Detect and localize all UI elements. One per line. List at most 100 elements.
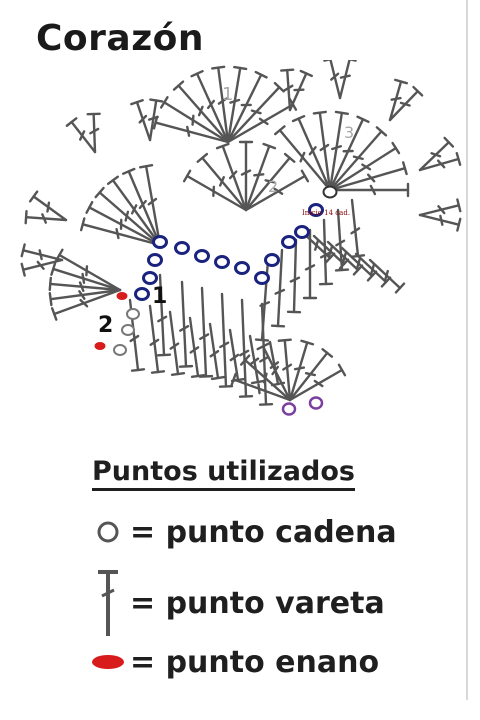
double-crochet-stitch [211, 65, 230, 144]
double-crochet-stitch [388, 78, 408, 122]
double-crochet-stitch [312, 110, 332, 192]
chain-stitch [147, 253, 163, 267]
foundation-chain [134, 185, 338, 301]
double-crochet-stitch [178, 280, 194, 368]
double-crochet-stitch [182, 169, 248, 212]
double-crochet-stitch [418, 198, 462, 217]
double-crochet-stitch [328, 141, 401, 192]
diagram-svg: Inicio 14 cad. 1 2 1 2 3 [20, 60, 462, 416]
legend-label-double-crochet: = punto vareta [130, 585, 385, 621]
double-crochet-stitch [79, 217, 162, 247]
outer-mark-3: 3 [344, 123, 354, 142]
double-crochet-stitch [328, 126, 388, 192]
chain-stitch [308, 203, 324, 217]
start-chain-note: Inicio 14 cad. [302, 209, 350, 217]
double-crochet-stitch [208, 322, 226, 381]
double-crochet-stitch [288, 363, 347, 402]
double-crochet-stitch [20, 243, 64, 262]
chain-stitch [214, 255, 230, 269]
row-label-1: 1 [152, 284, 167, 309]
double-crochet-stitch [190, 70, 230, 144]
double-crochet-stitch [130, 99, 152, 142]
chain-stitch [121, 324, 135, 336]
double-crochet-stitch [188, 316, 206, 379]
double-crochet-stitch [418, 152, 462, 172]
double-crochet-stitch [138, 163, 162, 247]
double-crochet-stitch [159, 96, 230, 144]
double-crochet-stitch [244, 142, 277, 212]
double-crochet-stitch [152, 115, 230, 144]
legend-label-chain: = punto cadena [130, 514, 397, 550]
double-crochet-stitch [122, 167, 162, 247]
legend-heading: Puntos utilizados [92, 456, 355, 491]
double-crochet-stitch [20, 258, 64, 277]
double-crochet-stitch [277, 338, 293, 402]
double-crochet-stitch [218, 292, 234, 388]
chain-stitch [194, 249, 210, 263]
double-crochet-stitch [230, 372, 292, 402]
double-crochet-stitch [50, 262, 122, 292]
double-crochet-stitch [368, 258, 406, 294]
double-crochet-stitch [248, 334, 266, 385]
chain-stitch [134, 287, 150, 301]
double-crochet-stitch [256, 342, 292, 402]
chain-stitch [254, 271, 270, 285]
diagram-annotations [94, 292, 324, 416]
double-crochet-stitch [291, 114, 332, 192]
chain-stitch [294, 225, 310, 239]
double-crochet-stitch [168, 310, 186, 376]
chain-stitch [126, 308, 140, 320]
double-crochet-stitch [328, 110, 349, 192]
double-crochet-stitch [288, 339, 315, 402]
double-crochet-stitch [340, 246, 378, 282]
stitch-legend: Puntos utilizados = punto cadena = punto… [0, 450, 480, 700]
slip-stitch-icon [86, 632, 130, 692]
outer-mark-1: 1 [222, 84, 233, 105]
chain-stitch-icon [86, 502, 130, 562]
double-crochet-stitch [354, 252, 392, 288]
double-crochet-stitch [418, 136, 455, 172]
double-crochet-stitch [323, 60, 342, 100]
double-crochet-stitch [196, 152, 248, 212]
legend-label-slip: = punto enano [130, 644, 380, 680]
double-crochet-stitch [172, 80, 230, 144]
double-crochet-stitch [156, 273, 172, 357]
outer-mark-2: 2 [268, 177, 278, 196]
slip-stitch [94, 342, 106, 350]
legend-item-chain: = punto cadena [86, 502, 397, 562]
chain-stitch [308, 396, 324, 410]
double-crochet-stitch [24, 210, 68, 225]
slip-stitch [116, 292, 128, 300]
double-crochet-stitch [48, 276, 122, 293]
crochet-heart-diagram: Inicio 14 cad. 1 2 1 2 3 [0, 60, 480, 450]
double-crochet-stitch [94, 186, 162, 247]
page-edge-divider [466, 0, 468, 700]
double-crochet-stitch [50, 288, 122, 321]
chain-stitch [322, 185, 338, 199]
double-crochet-stitch [28, 190, 68, 222]
chain-stitch [281, 235, 297, 249]
double-crochet-stitch [388, 85, 424, 122]
double-crochet-stitch [288, 69, 313, 112]
double-crochet-stitch [226, 81, 285, 144]
double-crochet-stitch [55, 248, 122, 292]
double-crochet-stitch [302, 228, 318, 300]
legend-item-double-crochet: = punto vareta [86, 566, 385, 640]
chain-stitch [152, 235, 168, 249]
double-crochet-stitch [239, 354, 292, 402]
double-crochet-stitch [244, 169, 310, 212]
double-crochet-stitch [85, 200, 162, 247]
legend-item-slip: = punto enano [86, 632, 379, 692]
chain-stitch [281, 402, 297, 416]
double-crochet-stitch [86, 112, 101, 154]
double-crochet-stitch [244, 152, 296, 212]
double-crochet-stitch [280, 68, 295, 112]
double-crochet-stitch [338, 60, 357, 100]
double-crochet-stitch [48, 288, 122, 307]
double-crochet-stitch [274, 125, 332, 192]
chain-stitch [142, 271, 158, 285]
chain-stitch [174, 241, 190, 255]
double-crochet-stitch [65, 117, 97, 154]
double-crochet-stitch [418, 213, 462, 232]
double-crochet-icon [86, 566, 130, 640]
